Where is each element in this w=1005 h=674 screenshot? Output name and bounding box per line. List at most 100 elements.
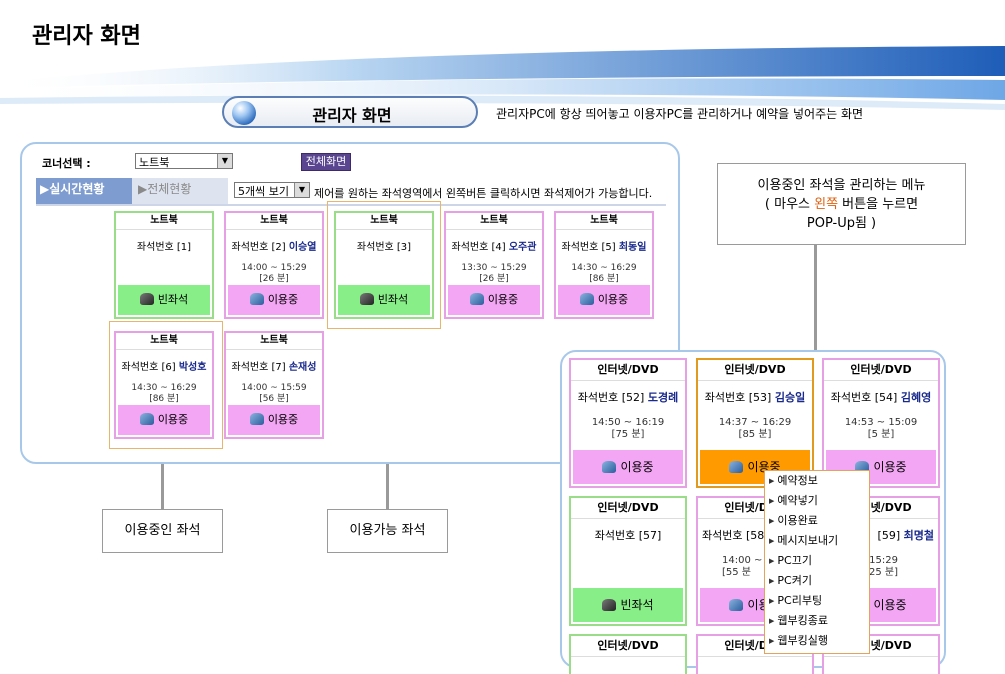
control-hint-text: 제어를 원하는 좌석영역에서 왼쪽버튼 클릭하시면 좌석제어가 가능합니다.	[314, 187, 653, 200]
seat-number: 좌석번호 [7]	[231, 362, 286, 373]
seat-time-range: 14:50 ~ 16:19	[591, 417, 665, 428]
seat-time-range: 14:00 ~ 1	[722, 555, 772, 566]
menu-callout-line2-post: 버튼을 누르면	[838, 197, 919, 212]
seat-card[interactable]: 노트북 좌석번호 [6] 박성호 14:30 ~ 16:29[86 분] 이용중	[114, 331, 214, 439]
view-count-select[interactable]: 5개씩 보기 ▼	[234, 182, 310, 198]
triangle-right-icon: ▶	[769, 537, 775, 545]
seat-card[interactable]: 인터넷/DVD 좌석번호 [54] 김혜영 14:53 ~ 15:09[5 분]…	[822, 358, 940, 488]
seat-time-range: 13:30 ~ 15:29	[461, 263, 527, 273]
seat-card[interactable]: 노트북 좌석번호 [2] 이승열 14:00 ~ 15:29[26 분] 이용중	[224, 211, 324, 319]
seat-duration: [86 분]	[589, 274, 619, 284]
triangle-right-icon: ▶	[769, 617, 775, 625]
seat-card-partial[interactable]: 인터넷/DVD	[569, 634, 687, 674]
banner-title-pill: 관리자 화면	[222, 96, 478, 128]
available-seat-callout: 이용가능 좌석	[327, 509, 448, 553]
seat-category: 노트북	[116, 333, 212, 350]
triangle-right-icon: ▶	[769, 577, 775, 585]
seat-number: 좌석번호 [4]	[451, 242, 506, 253]
seat-card[interactable]: 노트북 좌석번호 [1] 빈좌석	[114, 211, 214, 319]
seat-status-label: 이용중	[620, 460, 654, 474]
seat-card[interactable]: 노트북 좌석번호 [5] 최동일 14:30 ~ 16:29[86 분] 이용중	[554, 211, 654, 319]
triangle-right-icon: ▶	[769, 517, 775, 525]
menu-item-pc-on[interactable]: ▶PC켜기	[769, 574, 812, 587]
seat-status-button[interactable]: 빈좌석	[118, 285, 210, 315]
seat-duration: [26 분]	[259, 274, 289, 284]
menu-item-webbooking-run[interactable]: ▶웹부킹실행	[769, 634, 828, 647]
seat-category: 인터넷/DVD	[571, 498, 685, 519]
mouse-icon	[602, 461, 617, 473]
seat-number: 좌석번호 [6]	[121, 362, 176, 373]
seat-duration: [85 분]	[738, 429, 772, 440]
seat-status-button[interactable]: 빈좌석	[338, 285, 430, 315]
seat-status-label: 이용중	[267, 293, 299, 306]
view-count-value: 5개씩 보기	[238, 185, 289, 198]
menu-item-finish-use[interactable]: ▶이용완료	[769, 514, 818, 527]
seat-card[interactable]: 노트북 좌석번호 [3] 빈좌석	[334, 211, 434, 319]
menu-item-pc-reboot[interactable]: ▶PC리부팅	[769, 594, 823, 607]
corner-select[interactable]: 노트북 ▼	[135, 153, 233, 169]
seat-category: 노트북	[556, 213, 652, 230]
banner-description: 관리자PC에 항상 띄어놓고 이용자PC를 관리하거나 예약을 넣어주는 화면	[496, 107, 864, 121]
menu-item-pc-off[interactable]: ▶PC끄기	[769, 554, 812, 567]
seat-status-button[interactable]: 빈좌석	[573, 588, 683, 622]
seat-status-button[interactable]: 이용중	[573, 450, 683, 484]
mouse-icon	[469, 293, 484, 305]
menu-item-webbooking-stop[interactable]: ▶웹부킹종료	[769, 614, 828, 627]
menu-item-send-message[interactable]: ▶메시지보내기	[769, 534, 839, 547]
mouse-icon	[579, 293, 594, 305]
banner-title: 관리자 화면	[312, 106, 392, 125]
seat-user-name: 이승열	[288, 242, 317, 253]
menu-callout-line1: 이용중인 좌석을 관리하는 메뉴	[757, 178, 926, 193]
seat-card[interactable]: 노트북 좌석번호 [7] 손재성 14:00 ~ 15:59[56 분] 이용중	[224, 331, 324, 439]
seat-user-name: 김혜영	[900, 391, 932, 404]
seat-card-selected[interactable]: 인터넷/DVD 좌석번호 [53] 김승일 14:37 ~ 16:29[85 분…	[696, 358, 814, 488]
seat-status-label: 이용중	[597, 293, 629, 306]
seat-duration: [75 분]	[611, 429, 645, 440]
seat-time-range: 14:37 ~ 16:29	[718, 417, 792, 428]
seat-status-button[interactable]: 이용중	[118, 405, 210, 435]
mouse-icon	[359, 293, 374, 305]
seat-duration: [5 분]	[867, 429, 895, 440]
seat-user-name: 박성호	[178, 362, 207, 373]
triangle-right-icon: ▶	[769, 557, 775, 565]
seat-user-name: 손재성	[288, 362, 317, 373]
chevron-down-icon[interactable]: ▼	[294, 183, 309, 197]
seat-user-name: 오주관	[508, 242, 537, 253]
menu-callout-line2-pre: ( 마우스	[764, 197, 815, 212]
seat-card[interactable]: 인터넷/DVD 좌석번호 [57] 빈좌석	[569, 496, 687, 626]
seat-card[interactable]: 인터넷/DVD 좌석번호 [52] 도경례 14:50 ~ 16:19[75 분…	[569, 358, 687, 488]
tab-all-status[interactable]: ▶전체현황	[132, 178, 228, 204]
seat-status-label: 빈좌석	[620, 598, 654, 612]
seat-status-label: 이용중	[487, 293, 519, 306]
seat-time-range: 14:30 ~ 16:29	[131, 383, 197, 393]
seat-status-button[interactable]: 이용중	[448, 285, 540, 315]
menu-callout-highlight: 왼쪽	[814, 197, 839, 212]
globe-icon	[232, 101, 256, 125]
seat-card[interactable]: 노트북 좌석번호 [4] 오주관 13:30 ~ 15:29[26 분] 이용중	[444, 211, 544, 319]
seat-category: 노트북	[336, 213, 432, 230]
seat-category: 노트북	[226, 333, 322, 350]
seat-status-button[interactable]: 이용중	[228, 405, 320, 435]
seat-time-range: 3 ~ 15:29	[848, 555, 898, 566]
menu-item-add-reservation[interactable]: ▶예약넣기	[769, 494, 818, 507]
mouse-icon	[139, 293, 154, 305]
menu-item-reservation-info[interactable]: ▶예약정보	[769, 474, 818, 487]
seat-status-button[interactable]: 이용중	[558, 285, 650, 315]
fullscreen-button[interactable]: 전체화면	[301, 153, 351, 171]
in-use-seat-highlight	[109, 321, 223, 449]
seat-number: 좌석번호 [52]	[577, 391, 645, 404]
mouse-icon	[249, 413, 264, 425]
seat-number: 좌석번호 [57]	[594, 529, 662, 542]
seat-status-label: 이용중	[873, 460, 907, 474]
mouse-icon	[729, 461, 744, 473]
triangle-right-icon: ▶	[769, 597, 775, 605]
seat-context-menu: ▶예약정보 ▶예약넣기 ▶이용완료 ▶메시지보내기 ▶PC끄기 ▶PC켜기 ▶P…	[764, 470, 870, 654]
seat-user-name: 김승일	[774, 391, 806, 404]
seat-time-range: 14:53 ~ 15:09	[844, 417, 918, 428]
seat-category: 인터넷/DVD	[571, 360, 685, 381]
seat-duration: 25 분]	[868, 567, 898, 578]
tab-realtime-status[interactable]: ▶실시간현황	[36, 178, 132, 204]
chevron-down-icon[interactable]: ▼	[217, 154, 232, 168]
seat-status-button[interactable]: 이용중	[228, 285, 320, 315]
seat-time-range: 14:30 ~ 16:29	[571, 263, 637, 273]
